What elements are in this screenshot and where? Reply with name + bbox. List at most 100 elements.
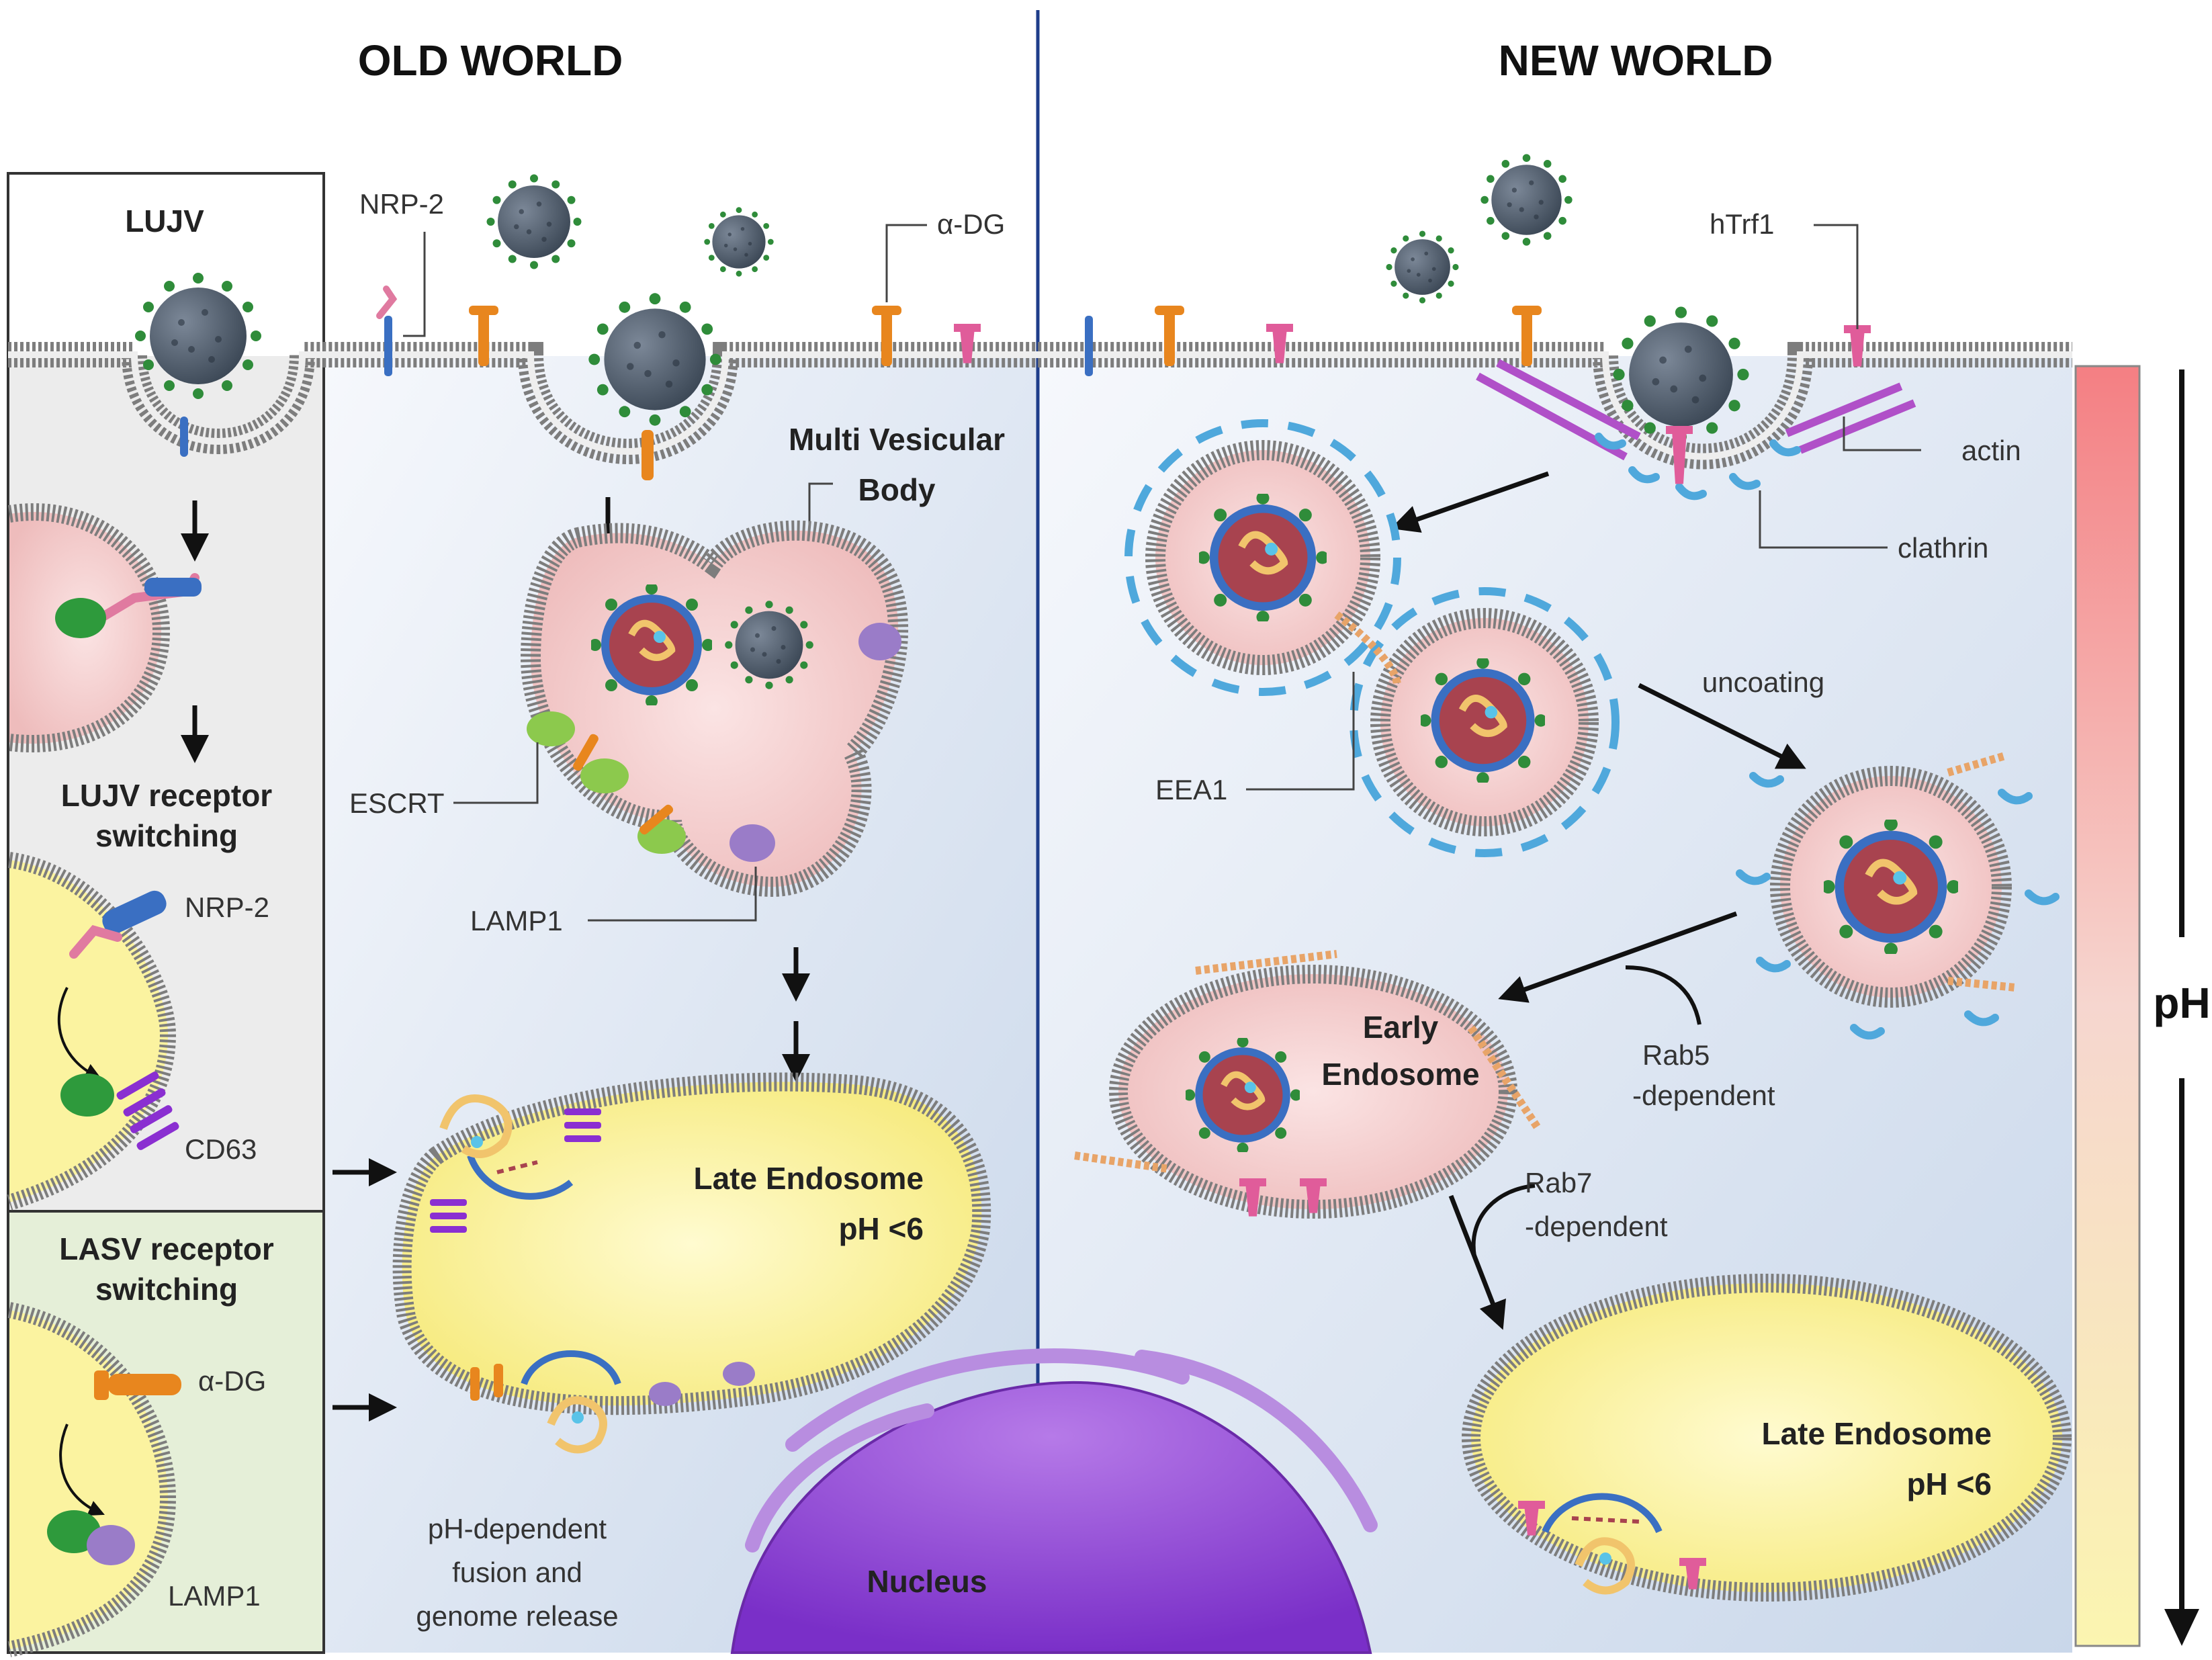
uncoating-label: uncoating	[1702, 666, 1824, 698]
mvb-lamp1-bottom	[729, 824, 775, 862]
early-endosome-label-1: Early	[1363, 1010, 1439, 1045]
old-world-header: OLD WORLD	[358, 36, 623, 85]
new-fusion-event	[1518, 1493, 1706, 1595]
clathrin-label: clathrin	[1898, 532, 1988, 564]
new-htrf-surface	[1266, 324, 1293, 363]
lasv-switch-curve	[59, 1424, 105, 1516]
old-adg-label: α-DG	[937, 208, 1005, 240]
lujv-nrp2-blue	[144, 578, 202, 597]
old-fusion-event-top	[430, 1094, 601, 1233]
rab7-label-2: -dependent	[1525, 1211, 1668, 1242]
htrf1-receptor	[1844, 325, 1871, 367]
early-endosome	[1109, 965, 1517, 1219]
old-lamp1-label: LAMP1	[470, 905, 563, 936]
rab5-label-2: -dependent	[1632, 1080, 1775, 1111]
lujv-gp-green-2	[60, 1074, 114, 1117]
early-endosome-virion	[1184, 1036, 1302, 1154]
left-cd63-label: CD63	[185, 1133, 257, 1165]
escrt-complex	[527, 711, 686, 854]
ccv2-virion	[1419, 656, 1547, 785]
nucleus-label: Nucleus	[867, 1564, 987, 1599]
ph-label: pH	[2153, 979, 2210, 1027]
lujv-nrp2-receptor	[102, 890, 167, 934]
rab5-curve	[1625, 965, 1701, 1025]
lujv-switching-2: switching	[95, 818, 238, 853]
lasv-switching-1: LASV receptor	[59, 1231, 274, 1266]
old-adg-surface-1	[469, 306, 498, 366]
ph-arrowhead	[2164, 1609, 2199, 1646]
early-endosome-eea1	[1074, 950, 1542, 1173]
old-htrf-surface	[954, 324, 981, 363]
new-late-endosome-label-2: pH <6	[1906, 1467, 1992, 1501]
new-free-virus-1	[1480, 154, 1573, 246]
uncoated-virion	[1822, 818, 1961, 957]
old-free-virus-1	[486, 174, 582, 269]
old-late-endosome	[392, 1072, 991, 1415]
early-endosome-label-2: Endosome	[1321, 1057, 1479, 1092]
cd63-receptor	[116, 1072, 179, 1150]
eea1-leader	[1246, 672, 1355, 791]
old-fusion-event-bottom	[470, 1350, 755, 1454]
clathrin-coat-ring-1	[1124, 419, 1401, 696]
htrf1-leader	[1814, 224, 1859, 329]
left-lamp1-label: LAMP1	[168, 1580, 261, 1612]
uncoating-arrow	[1638, 683, 1806, 769]
mvb-label-1: Multi Vesicular	[789, 422, 1005, 457]
lujv-switch-curve	[57, 987, 101, 1079]
nucleus	[730, 1381, 1372, 1654]
mvb-lamp1-top	[858, 623, 901, 660]
clathrin-coat-pm	[1595, 433, 1801, 500]
lasv-switching-2: switching	[95, 1272, 238, 1307]
new-entry-arrow	[1390, 471, 1550, 533]
lujv-gp-green	[55, 598, 106, 638]
old-entry-receptor	[642, 430, 654, 480]
old-adg-leader	[885, 224, 927, 302]
clathrin-leader	[1759, 490, 1888, 549]
new-late-endosome-label-1: Late Endosome	[1761, 1416, 1992, 1451]
lamp1-leader	[588, 867, 757, 922]
new-pm-receptor	[1666, 426, 1693, 484]
ccv1-virion	[1197, 492, 1329, 623]
left-nrp2-label: NRP-2	[185, 891, 269, 923]
rab7-curve	[1471, 1184, 1536, 1257]
left-adg-label: α-DG	[198, 1365, 266, 1397]
lujv-switching-1: LUJV receptor	[61, 778, 273, 813]
escrt-label: ESCRT	[349, 787, 445, 819]
free-clathrin-pieces	[1736, 772, 2060, 1040]
eea1-label: EEA1	[1155, 774, 1227, 805]
htrf1-label: hTrf1	[1710, 208, 1774, 240]
old-late-endosome-label-2: pH <6	[838, 1211, 924, 1246]
new-free-virus-2	[1386, 230, 1459, 304]
old-late-endosome-label-1: Late Endosome	[693, 1161, 924, 1196]
lujv-receptor-bound	[180, 417, 188, 457]
fusion-label-1: pH-dependent	[428, 1513, 607, 1544]
old-free-virus-2	[704, 207, 774, 277]
new-adg-surface-2	[1512, 306, 1542, 366]
er-membranes	[745, 1348, 1378, 1553]
fusion-label-2: fusion and	[452, 1557, 582, 1588]
early-endosome-receptors	[1239, 1178, 1327, 1217]
lujv-title: LUJV	[125, 204, 204, 238]
lujv-late-endosome-edge	[7, 852, 177, 1211]
rab5-label-1: Rab5	[1642, 1039, 1710, 1071]
lasv-lamp1	[87, 1525, 135, 1565]
clathrin-coat-ring-2	[1350, 587, 1620, 857]
old-nrp2-leader	[403, 232, 426, 337]
eea1-tether	[1334, 611, 1401, 686]
plasma-membrane-core	[8, 351, 2072, 460]
new-late-endosome	[1462, 1274, 2072, 1602]
rab5-arrow	[1498, 911, 1738, 1003]
old-nrp2-surface	[376, 286, 398, 376]
actin-label: actin	[1961, 435, 2021, 466]
new-world-header: NEW WORLD	[1499, 36, 1773, 85]
mvb-label-2: Body	[858, 472, 936, 507]
lasv-adg-receptor	[94, 1370, 181, 1400]
mvb-internal-virion	[589, 582, 714, 707]
old-adg-surface-2	[872, 306, 901, 366]
rab7-label-1: Rab7	[1525, 1167, 1592, 1198]
actin-leader	[1843, 417, 1921, 451]
ph-gradient-bar	[2074, 365, 2141, 1647]
uncoated-eea1	[1947, 752, 2016, 992]
escrt-leader	[453, 742, 539, 804]
lujv-nrp2-pink	[69, 925, 122, 959]
